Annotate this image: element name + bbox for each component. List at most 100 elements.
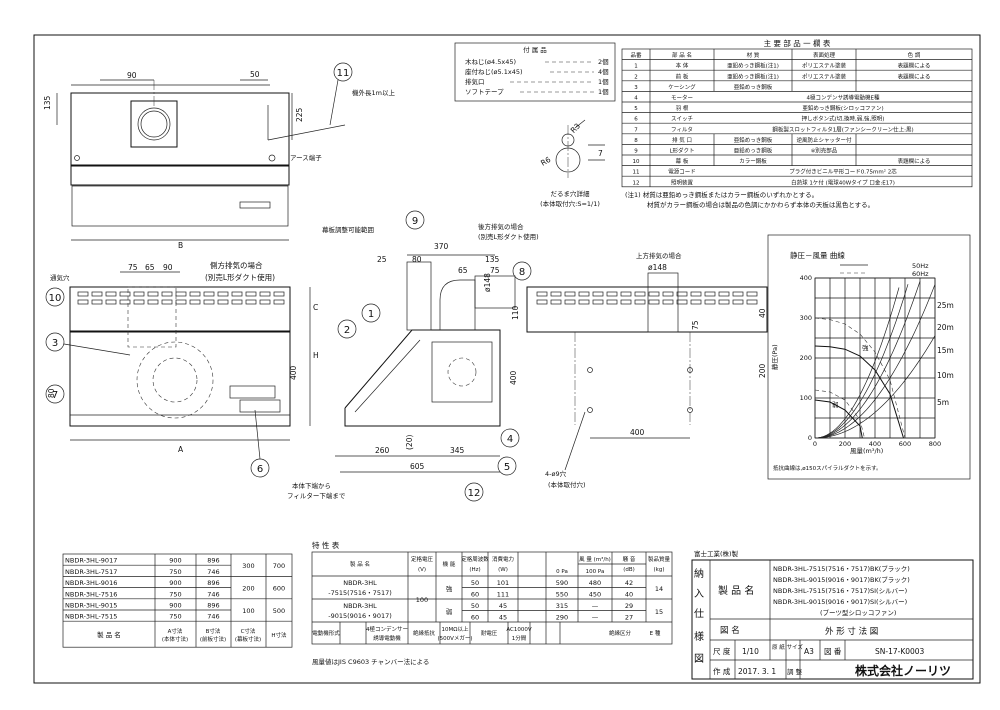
parts-cell: ポリエステル塗装 [802, 62, 847, 70]
vent-slot [245, 299, 257, 305]
spec-title: 特 性 表 [312, 540, 340, 550]
vent-slot [718, 299, 730, 305]
spec-footer: 誘導電動機 [373, 634, 401, 642]
callout-1-label: 1 [368, 309, 374, 320]
vent-slot [119, 291, 131, 297]
dim-65: 65 [458, 266, 468, 275]
callout-11 [333, 62, 353, 82]
parts-header: 表面処理 [813, 51, 836, 59]
parts-cell: モーター [671, 94, 693, 102]
side-exhaust-label: 側方排気の場合 [210, 260, 263, 270]
top-view: 400 上方排気の場合 ø148 40 75 200 4-ø9穴 (本体取付穴) [526, 251, 768, 489]
parts-cell: 3 [634, 85, 638, 91]
callout-8-label: 8 [519, 267, 525, 278]
model-cell: NBDR-3HL-9017 [65, 557, 117, 565]
callout-7 [45, 384, 65, 404]
parts-cell: カラー鋼板 [739, 157, 767, 165]
parts-cell: 亜鉛めっき鋼板 [734, 83, 773, 91]
hole-detail-title: だるま穴詳細 [551, 189, 591, 198]
dim-400: 400 [289, 365, 298, 380]
vent-slot [231, 299, 243, 305]
parts-header: 材 質 [747, 51, 760, 59]
model-cell: 750 [169, 590, 181, 598]
side-exhaust-sub: (別売L形ダクト使用) [205, 272, 275, 282]
front-view-top: 90 50 135 225 B 11 機外長1m以上 アース端子 [43, 62, 395, 250]
title-block: 富士工業(株)製 納 入 仕 様 図 製 品 名 NBDR-3HL-7515(7… [691, 549, 974, 680]
x-tick-label: 200 [839, 440, 851, 448]
parts-cell: 押しボタン式(切,換時,弱,強,照明) [802, 115, 885, 123]
performance-series-line [814, 345, 904, 439]
scale-value: 1/10 [742, 647, 759, 656]
model-footer: (前板寸法) [200, 635, 226, 643]
spec-header: (V) [418, 567, 426, 573]
vent-slot [732, 299, 744, 305]
model-footer: (本体寸法) [162, 635, 188, 643]
paper-label: 原 紙 サイズ [772, 643, 803, 651]
callout-11-label: 11 [337, 68, 350, 79]
spec-footer: E 種 [650, 629, 661, 637]
parts-cell: フィルタ [671, 125, 693, 133]
dim-135: 135 [43, 95, 52, 110]
model-footer: A寸法 [168, 627, 183, 635]
vent-slot [91, 299, 103, 305]
filter-note-2: フィルター下端まで [287, 491, 346, 500]
earth-label: アース端子 [290, 153, 322, 162]
parts-cell: 11 [633, 170, 640, 176]
spec-cell: 50 [471, 579, 479, 587]
dim-260: 260 [375, 446, 390, 455]
spec-note: 風量値はJIS C9603 チャンバー法による [312, 657, 429, 666]
product-label: 製 品 名 [718, 584, 754, 597]
vent-slot [203, 291, 215, 297]
accessory-name: 木ねじ(ø4.5x45) [465, 57, 516, 66]
parts-header: 品番 [630, 52, 642, 59]
accessory-qty: 1個 [598, 87, 609, 96]
perf-chart-box: 静圧－風量 曲線 50Hz 60Hz 静圧(Pa) 風量(m³/h) 抵抗曲線は… [767, 234, 971, 480]
parts-note: (注1) 材質は亜鉛めっき鋼板またはカラー鋼板のいずれかとする。 [625, 190, 818, 199]
spec-cell: 40 [625, 591, 633, 599]
parts-cell: 5 [634, 106, 638, 112]
scale-label: 尺 度 [713, 646, 731, 656]
callout-9-label: 9 [412, 216, 418, 227]
vent-slot [606, 299, 618, 305]
spec-header: 製 品 名 [350, 560, 370, 568]
parts-cell: 4 [634, 96, 638, 102]
product-line: NBDR-3HL-9015(9016・9017)SI(シルバー) [773, 598, 907, 606]
parts-cell: 幕 板 [676, 157, 689, 165]
spec-cell: 450 [589, 591, 601, 599]
delivery-char: 納 [694, 567, 704, 580]
vent-slot [245, 291, 257, 297]
spec-cell: 42 [625, 579, 633, 587]
parts-cell: 亜鉛めっき鋼板(シロッコファン) [802, 104, 883, 112]
model-cell: NBDR-3HL-9015 [65, 602, 117, 610]
callout-12-label: 12 [468, 488, 481, 499]
model-cell: 896 [207, 579, 219, 587]
perf-xlabel: 風量(m³/h) [850, 447, 883, 455]
dim-225: 225 [295, 107, 304, 122]
spec-cell: 15 [655, 608, 663, 616]
model-cell: 896 [207, 602, 219, 610]
accessory-name: 排気口 [465, 77, 485, 86]
delivery-char: 図 [694, 653, 704, 665]
model-cell: 750 [169, 613, 181, 621]
spec-cell: 290 [556, 614, 568, 622]
spec-cell: 101 [497, 579, 509, 587]
dim-b: B [178, 241, 183, 250]
duct-length-label: 10m [937, 371, 954, 380]
vent-slot [147, 299, 159, 305]
callout-10 [45, 287, 65, 307]
created-label: 作 成 [713, 666, 731, 676]
drawing-number: SN-17-K0003 [875, 647, 925, 656]
spec-cell: 111 [497, 591, 509, 599]
spec-header: 0 Pa [556, 569, 568, 575]
parts-header: 色 調 [908, 51, 921, 59]
model-footer: 製 品 名 [97, 630, 121, 639]
vent-slot [662, 299, 674, 305]
callout-4-label: 4 [507, 434, 513, 445]
vent-slot [550, 291, 562, 297]
spec-header: 風 量 (m³/h) [579, 556, 611, 563]
spec-cell: 27 [625, 614, 633, 622]
spec-header: 製品質量 [648, 555, 671, 563]
